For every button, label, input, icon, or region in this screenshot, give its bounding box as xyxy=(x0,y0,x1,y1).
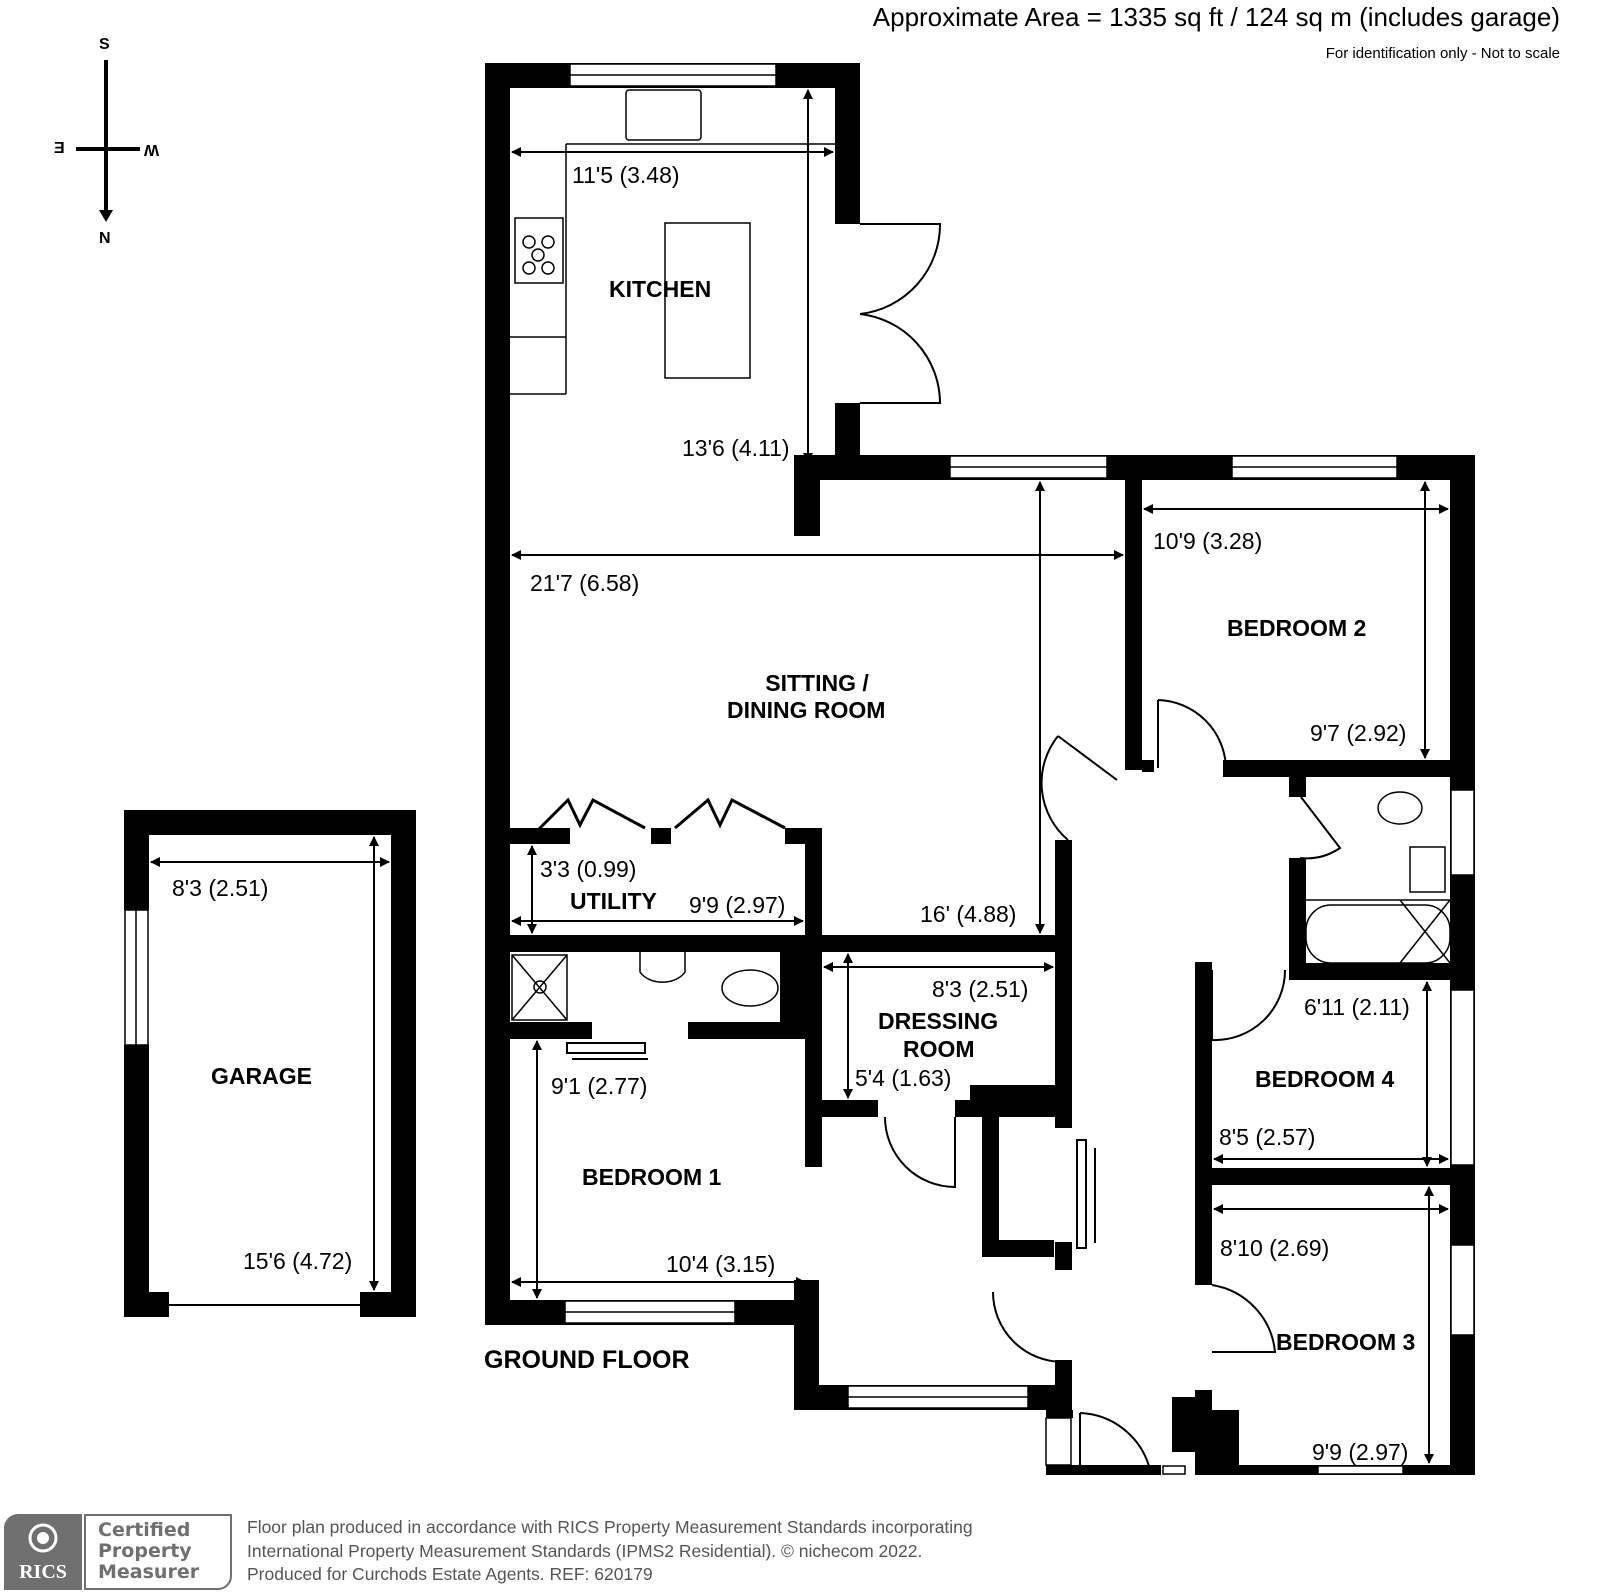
compass-icon xyxy=(76,60,140,222)
room-label-bedroom-2: BEDROOM 2 xyxy=(1227,615,1367,641)
badge-line-2: Property xyxy=(98,1540,192,1562)
utility-width: 9'9 (2.97) xyxy=(689,892,786,918)
hob-icon xyxy=(514,217,564,284)
shower-icon xyxy=(511,954,568,1021)
dressing-length: 5'4 (1.63) xyxy=(855,1065,952,1091)
bath-icon xyxy=(1305,904,1451,964)
basin-icon xyxy=(1409,846,1446,893)
room-label-dressing-line2: ROOM xyxy=(903,1036,975,1062)
rics-wordmark: RICS xyxy=(19,1561,67,1583)
doors xyxy=(536,223,1342,1475)
dimension-lines xyxy=(150,89,1449,1464)
windows xyxy=(564,63,1475,1475)
toilet-icon xyxy=(1377,791,1423,825)
compass-west: W xyxy=(144,141,160,158)
room-label-sitting-line1: SITTING / xyxy=(765,670,869,696)
ensuite-toilet-icon xyxy=(721,969,779,1007)
garage-width: 8'3 (2.51) xyxy=(172,875,269,901)
bedroom-3-width: 8'10 (2.69) xyxy=(1220,1235,1330,1261)
badge-line-1: Certified xyxy=(98,1519,191,1541)
floor-label: GROUND FLOOR xyxy=(484,1346,690,1374)
sitting-length: 16' (4.88) xyxy=(920,901,1017,927)
bedroom-4-width: 8'5 (2.57) xyxy=(1219,1124,1316,1150)
compass-north: N xyxy=(99,230,111,247)
ensuite-basin-icon xyxy=(639,952,686,983)
walls xyxy=(485,63,1475,1475)
room-label-bedroom-3: BEDROOM 3 xyxy=(1276,1329,1416,1355)
rics-logo-icon: RICS xyxy=(4,1514,82,1590)
bedroom-3-length: 9'9 (2.97) xyxy=(1312,1439,1409,1465)
garage-walls xyxy=(124,810,416,1317)
bedroom-1-width: 10'4 (3.15) xyxy=(666,1251,776,1277)
sitting-width: 21'7 (6.58) xyxy=(530,570,640,596)
lion-icon xyxy=(28,1523,58,1553)
rics-certified-badge: RICS Certified Property Measurer xyxy=(4,1514,232,1590)
disclaimer-text: For identification only - Not to scale xyxy=(1325,45,1560,62)
bedroom-2-width: 10'9 (3.28) xyxy=(1153,528,1263,554)
sink-icon xyxy=(625,89,702,141)
bedroom-2-length: 9'7 (2.92) xyxy=(1310,720,1407,746)
bathroom-fixtures xyxy=(511,791,1451,1021)
badge-line-3: Measurer xyxy=(98,1561,200,1583)
room-label-dressing-line1: DRESSING xyxy=(878,1008,999,1034)
compass-east: E xyxy=(54,140,65,157)
kitchen-length: 13'6 (4.11) xyxy=(682,435,790,461)
bedroom-4-length: 6'11 (2.11) xyxy=(1304,994,1410,1020)
room-label-bedroom-1: BEDROOM 1 xyxy=(582,1164,722,1190)
garage-length: 15'6 (4.72) xyxy=(243,1248,353,1274)
footer-line-3: Produced for Curchods Estate Agents. REF… xyxy=(247,1564,653,1584)
room-label-garage: GARAGE xyxy=(211,1063,312,1089)
room-label-utility: UTILITY xyxy=(570,888,657,914)
footer-line-2: International Property Measurement Stand… xyxy=(247,1540,923,1561)
kitchen-island xyxy=(664,222,751,379)
room-label-kitchen: KITCHEN xyxy=(609,276,712,302)
dressing-width: 8'3 (2.51) xyxy=(932,976,1029,1002)
room-label-bedroom-4: BEDROOM 4 xyxy=(1255,1066,1395,1092)
bedroom-1-length: 9'1 (2.77) xyxy=(551,1073,648,1099)
compass-south: S xyxy=(99,36,110,53)
kitchen-width: 11'5 (3.48) xyxy=(572,162,680,188)
footer-disclaimer: Floor plan produced in accordance with R… xyxy=(247,1516,973,1587)
kitchen-fixtures xyxy=(510,89,835,395)
room-label-sitting-line2: DINING ROOM xyxy=(727,697,886,723)
approximate-area-text: Approximate Area = 1335 sq ft / 124 sq m… xyxy=(872,2,1560,32)
footer-line-1: Floor plan produced in accordance with R… xyxy=(247,1517,973,1537)
utility-length: 3'3 (0.99) xyxy=(540,856,637,882)
